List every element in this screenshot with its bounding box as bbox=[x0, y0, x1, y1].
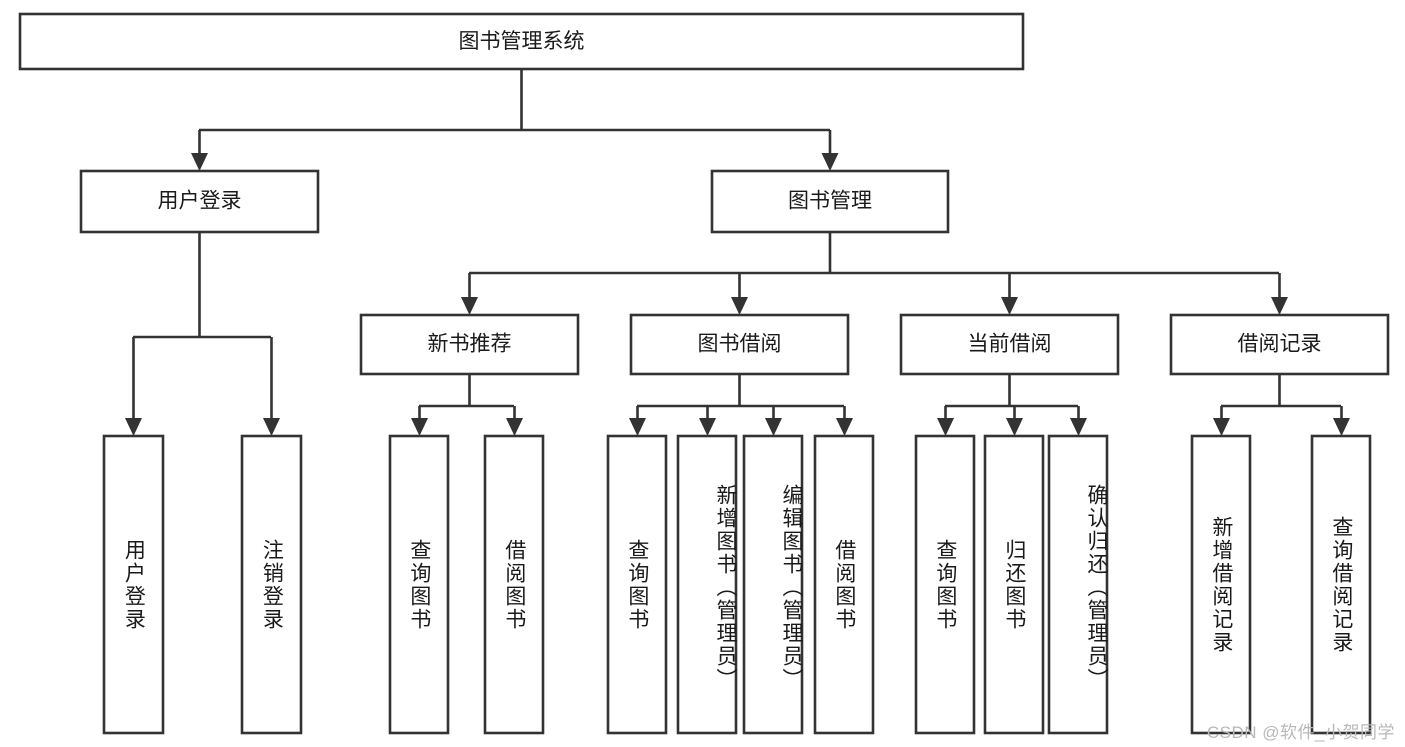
leaf-box-return-book[interactable] bbox=[983, 434, 1045, 735]
arrowhead-current-leaf3 bbox=[1070, 418, 1087, 436]
arrowhead-current-leaf1 bbox=[937, 418, 954, 436]
arrowhead-current-leaf2 bbox=[1006, 418, 1023, 436]
node-current-borrow-label: 当前借阅 bbox=[968, 333, 1052, 356]
connector-group-records bbox=[1213, 374, 1350, 436]
arrowhead-root-to-bookmgmt bbox=[821, 153, 839, 171]
node-user-login[interactable]: 用户登录 bbox=[79, 169, 320, 234]
leaf-box-confirm-return-admin[interactable] bbox=[1047, 434, 1109, 735]
leaf-box-query-book-rec[interactable] bbox=[388, 434, 450, 735]
arrowhead-records-leaf2 bbox=[1333, 418, 1350, 436]
node-borrow-records-box[interactable] bbox=[1169, 313, 1390, 376]
node-root-box[interactable] bbox=[18, 12, 1025, 71]
node-user-login-label: 用户登录 bbox=[158, 190, 242, 213]
leaf-boxes bbox=[102, 434, 1372, 735]
arrowhead-borrow-leaf2 bbox=[699, 418, 716, 436]
arrowhead-records-leaf1 bbox=[1213, 418, 1230, 436]
arrowhead-bookmgmt-newbook bbox=[461, 297, 478, 315]
leaf-box-add-book-admin[interactable] bbox=[676, 434, 738, 735]
node-new-book-recommend-label: 新书推荐 bbox=[428, 333, 512, 356]
node-root[interactable]: 图书管理系统 bbox=[18, 12, 1025, 71]
leaf-box-query-book-current[interactable] bbox=[914, 434, 976, 735]
leaf-box-query-book-borrow[interactable] bbox=[606, 434, 668, 735]
node-current-borrow[interactable]: 当前借阅 bbox=[899, 313, 1120, 376]
connector-group-borrow bbox=[629, 374, 853, 436]
node-borrow-records-label: 借阅记录 bbox=[1238, 333, 1322, 356]
arrowhead-borrow-leaf1 bbox=[629, 418, 646, 436]
connector-group-newbook bbox=[411, 374, 523, 436]
leaf-box-edit-book-admin[interactable] bbox=[742, 434, 804, 735]
connector-group-current bbox=[937, 374, 1087, 436]
leaf-box-add-borrow-record[interactable] bbox=[1190, 434, 1252, 735]
node-book-management-box[interactable] bbox=[710, 169, 950, 234]
arrowhead-root-to-login bbox=[191, 153, 208, 171]
node-book-borrow[interactable]: 图书借阅 bbox=[629, 313, 850, 376]
node-book-borrow-box[interactable] bbox=[629, 313, 850, 376]
arrowhead-newbook-leaf1 bbox=[411, 418, 428, 436]
node-new-book-recommend[interactable]: 新书推荐 bbox=[359, 313, 580, 376]
arrowhead-borrow-leaf4 bbox=[836, 418, 853, 436]
connector-group-root bbox=[191, 69, 839, 171]
node-borrow-records[interactable]: 借阅记录 bbox=[1169, 313, 1390, 376]
node-book-borrow-label: 图书借阅 bbox=[698, 333, 782, 356]
arrowhead-newbook-leaf2 bbox=[506, 418, 523, 436]
leaf-box-user-login[interactable] bbox=[102, 434, 165, 735]
arrowhead-bookmgmt-current bbox=[1001, 297, 1018, 315]
node-book-management-label: 图书管理 bbox=[788, 190, 872, 213]
connector-group-login bbox=[125, 232, 280, 436]
leaf-box-borrow-book-rec[interactable] bbox=[483, 434, 545, 735]
csdn-watermark: CSDN @软件_小贺同学 bbox=[1206, 723, 1395, 742]
arrowhead-bookmgmt-records bbox=[1271, 297, 1288, 315]
node-book-management[interactable]: 图书管理 bbox=[710, 169, 950, 234]
node-new-book-recommend-box[interactable] bbox=[359, 313, 580, 376]
leaf-box-borrow-book[interactable] bbox=[813, 434, 875, 735]
leaf-box-logout[interactable] bbox=[240, 434, 303, 735]
arrowhead-borrow-leaf3 bbox=[765, 418, 782, 436]
connector-group-bookmgmt bbox=[461, 232, 1288, 315]
node-root-label: 图书管理系统 bbox=[459, 30, 585, 53]
node-user-login-box[interactable] bbox=[79, 169, 320, 234]
node-current-borrow-box[interactable] bbox=[899, 313, 1120, 376]
arrowhead-login-leaf2 bbox=[263, 418, 280, 436]
arrowhead-bookmgmt-borrow bbox=[731, 297, 748, 315]
arrowhead-login-leaf1 bbox=[125, 418, 142, 436]
leaf-box-query-borrow-record[interactable] bbox=[1310, 434, 1372, 735]
